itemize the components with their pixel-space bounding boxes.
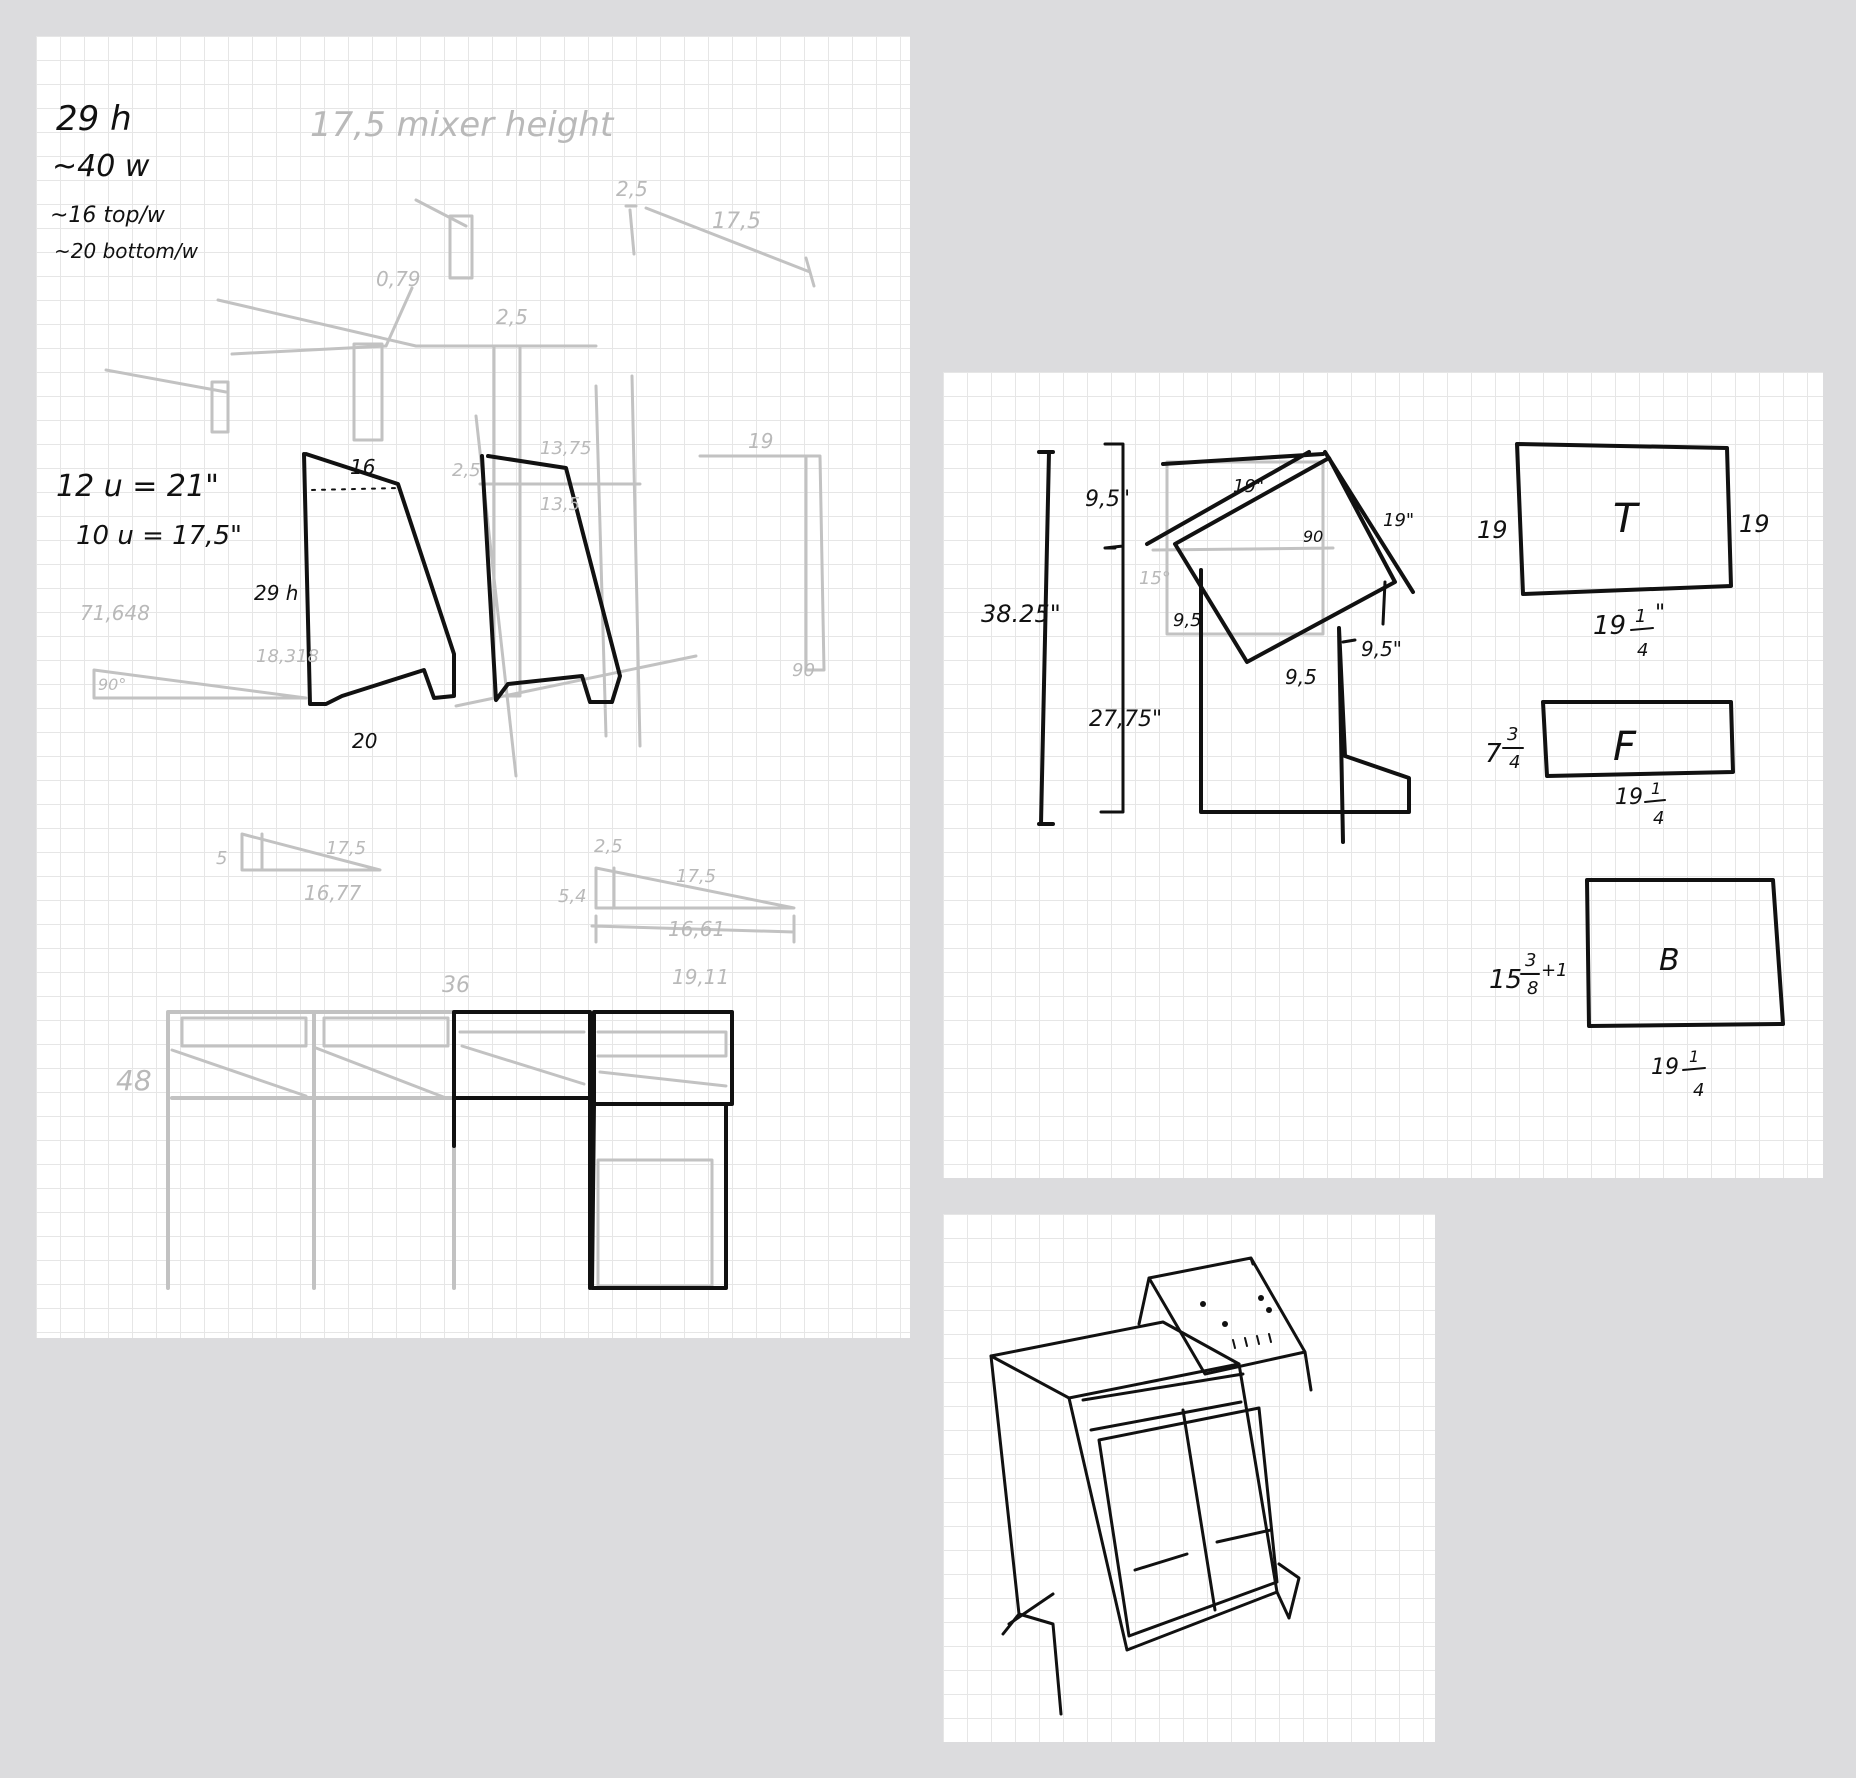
svg-text:19: 19 [1593, 611, 1626, 641]
svg-text:19": 19" [1233, 476, 1264, 497]
note-bottom-width: ~20 bottom/w [54, 239, 199, 263]
svg-text:27,75": 27,75" [1089, 707, 1162, 732]
svg-text:9,5: 9,5 [1285, 665, 1317, 689]
angled-mixer-side-view: 38.25" 9,5" 27,75" 19" 19" 90 15° 9,5 9,… [981, 442, 1415, 844]
svg-text:90°: 90° [98, 675, 126, 694]
svg-text:B: B [1659, 943, 1680, 978]
svg-text:18,318: 18,318 [256, 646, 319, 667]
svg-text:1: 1 [1689, 1047, 1699, 1066]
mixer-height-note: 17,5 mixer height [310, 105, 615, 145]
svg-text:17,5: 17,5 [326, 838, 366, 859]
svg-text:T: T [1613, 496, 1641, 542]
sheet-1-drawing: 29 h ~40 w ~16 top/w ~20 bottom/w 17,5 m… [50, 99, 826, 1290]
svg-text:38.25": 38.25" [981, 600, 1061, 628]
front-elevation: 48 36 [116, 973, 734, 1290]
note-height: 29 h [56, 99, 132, 139]
svg-text:71,648: 71,648 [80, 601, 150, 625]
svg-text:8: 8 [1527, 978, 1538, 999]
sketch-sheet-3 [943, 1214, 1435, 1742]
svg-text:19: 19 [748, 429, 773, 453]
svg-text:17,5: 17,5 [712, 209, 761, 234]
svg-text:4: 4 [1509, 752, 1520, 773]
svg-text:3: 3 [1507, 724, 1518, 745]
side-profile-overlay: 13,75 13,5 2,5 [452, 344, 698, 778]
svg-text:48: 48 [116, 1064, 152, 1097]
svg-text:3: 3 [1525, 950, 1536, 971]
sketch-sheet-1: 29 h ~40 w ~16 top/w ~20 bottom/w 17,5 m… [36, 36, 910, 1338]
grey-elevation-sketches: 2,5 17,5 0,79 2,5 [104, 177, 816, 442]
svg-text:2,5: 2,5 [496, 305, 528, 329]
svg-text:+1: +1 [1541, 960, 1568, 981]
svg-text:1: 1 [1651, 779, 1661, 798]
svg-text:19": 19" [1383, 510, 1414, 531]
svg-text:19: 19 [1739, 510, 1770, 538]
svg-text:4: 4 [1653, 808, 1664, 829]
svg-text:90: 90 [1303, 527, 1323, 546]
svg-text:19: 19 [1651, 1055, 1679, 1080]
grey-depth-sketch: 19 90 [698, 429, 826, 681]
svg-text:2,5: 2,5 [616, 177, 648, 201]
svg-text:15°: 15° [1139, 568, 1171, 589]
svg-text:19,11: 19,11 [672, 965, 729, 989]
svg-text:36: 36 [442, 973, 470, 998]
side-profile-black: 16 29 h 20 [254, 452, 456, 753]
svg-text:16,77: 16,77 [304, 881, 362, 905]
note-width: ~40 w [52, 149, 150, 184]
svg-text:13,75: 13,75 [540, 438, 592, 459]
note-top-width: ~16 top/w [50, 203, 166, 228]
svg-text:2,5: 2,5 [452, 460, 481, 481]
svg-text:4: 4 [1693, 1080, 1704, 1101]
svg-text:19: 19 [1615, 785, 1643, 810]
svg-text:": " [1655, 601, 1665, 626]
svg-text:4: 4 [1637, 640, 1648, 661]
svg-text:20: 20 [352, 729, 377, 753]
grey-angle-triangle: 71,648 18,318 90° [80, 601, 319, 700]
sheet-2-drawing: 38.25" 9,5" 27,75" 19" 19" 90 15° 9,5 9,… [981, 442, 1785, 1101]
svg-text:9,5": 9,5" [1361, 637, 1402, 661]
svg-text:17,5: 17,5 [676, 866, 716, 887]
svg-text:5,4: 5,4 [558, 886, 587, 907]
svg-text:29 h: 29 h [254, 581, 298, 605]
svg-text:19: 19 [1477, 516, 1508, 544]
svg-text:0,79: 0,79 [376, 267, 421, 291]
rack-note-10u: 10 u = 17,5" [76, 521, 242, 551]
svg-text:9,5: 9,5 [1173, 610, 1202, 631]
svg-text:90: 90 [792, 660, 815, 681]
svg-text:9,5": 9,5" [1085, 487, 1130, 512]
panel-top: T 19 19 19 1 4 " [1477, 442, 1770, 661]
sketch-sheet-2: 38.25" 9,5" 27,75" 19" 19" 90 15° 9,5 9,… [943, 372, 1823, 1178]
rack-note-12u: 12 u = 21" [56, 469, 219, 504]
panel-bottom: B 15 3 8 +1 19 1 4 [1489, 878, 1785, 1101]
svg-text:7: 7 [1485, 739, 1502, 769]
svg-text:15: 15 [1489, 965, 1522, 995]
svg-text:13,5: 13,5 [540, 494, 580, 515]
svg-text:F: F [1613, 724, 1637, 770]
panel-front: F 7 3 4 19 1 4 [1485, 700, 1735, 829]
perspective-sketch [989, 1256, 1313, 1716]
svg-text:16,61: 16,61 [668, 917, 725, 941]
svg-text:5: 5 [216, 848, 227, 869]
svg-text:1: 1 [1635, 606, 1646, 627]
svg-text:2,5: 2,5 [594, 836, 623, 857]
grey-mixer-triangles: 5 17,5 16,77 2,5 5,4 17,5 16,61 19,11 [216, 832, 796, 989]
svg-text:16: 16 [350, 455, 375, 479]
